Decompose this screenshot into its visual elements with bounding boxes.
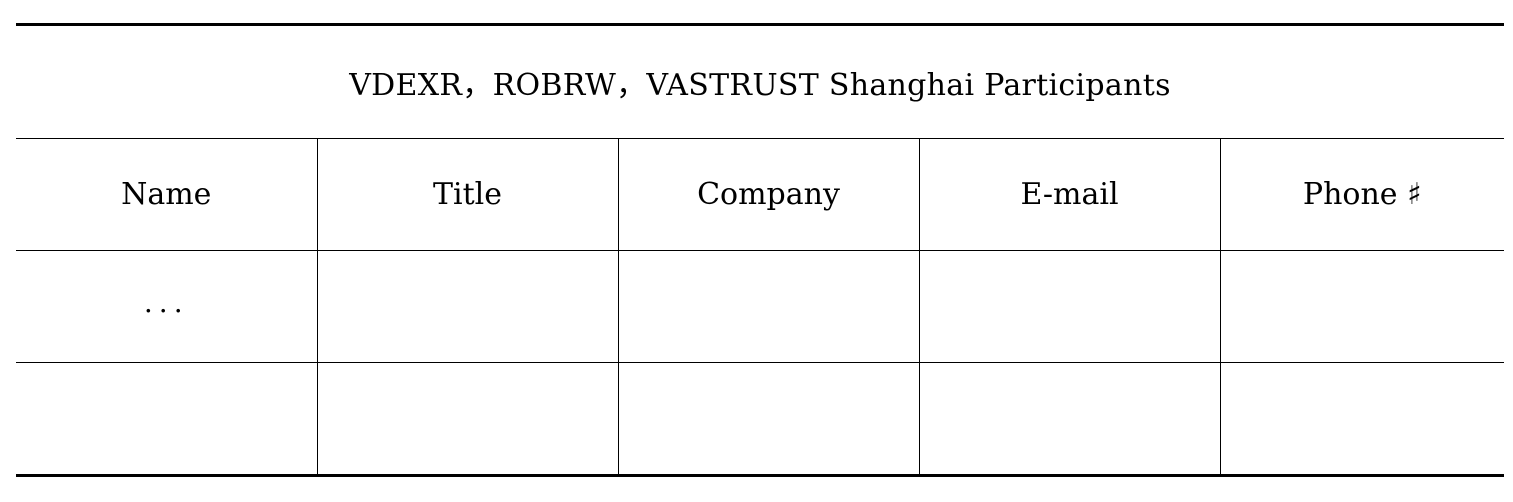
table-cell <box>317 362 619 476</box>
header-name: Name <box>16 138 318 251</box>
table-title-row: VDEXR，ROBRW，VASTRUST Shanghai Participan… <box>16 24 1505 139</box>
table-row <box>16 362 1504 476</box>
table-cell <box>1220 250 1505 363</box>
table-cell <box>1220 363 1504 476</box>
table-cell <box>919 250 1221 363</box>
ellipsis-text: ... <box>143 286 189 319</box>
table-title: VDEXR，ROBRW，VASTRUST Shanghai Participan… <box>16 24 1505 139</box>
table-cell <box>919 362 1221 476</box>
header-title: Title <box>317 138 619 251</box>
header-phone: Phone ♯ <box>1220 138 1505 251</box>
table-cell <box>16 362 318 476</box>
table-cell <box>618 362 920 476</box>
table-row: ... <box>16 250 1505 363</box>
header-email: E-mail <box>919 138 1221 251</box>
table-cell: ... <box>16 250 318 363</box>
table-cell <box>317 250 619 363</box>
participants-table: VDEXR，ROBRW，VASTRUST Shanghai Participan… <box>16 23 1505 477</box>
header-company: Company <box>618 138 920 251</box>
table-header-row: Name Title Company E-mail Phone ♯ <box>16 138 1505 251</box>
table-cell <box>618 250 920 363</box>
